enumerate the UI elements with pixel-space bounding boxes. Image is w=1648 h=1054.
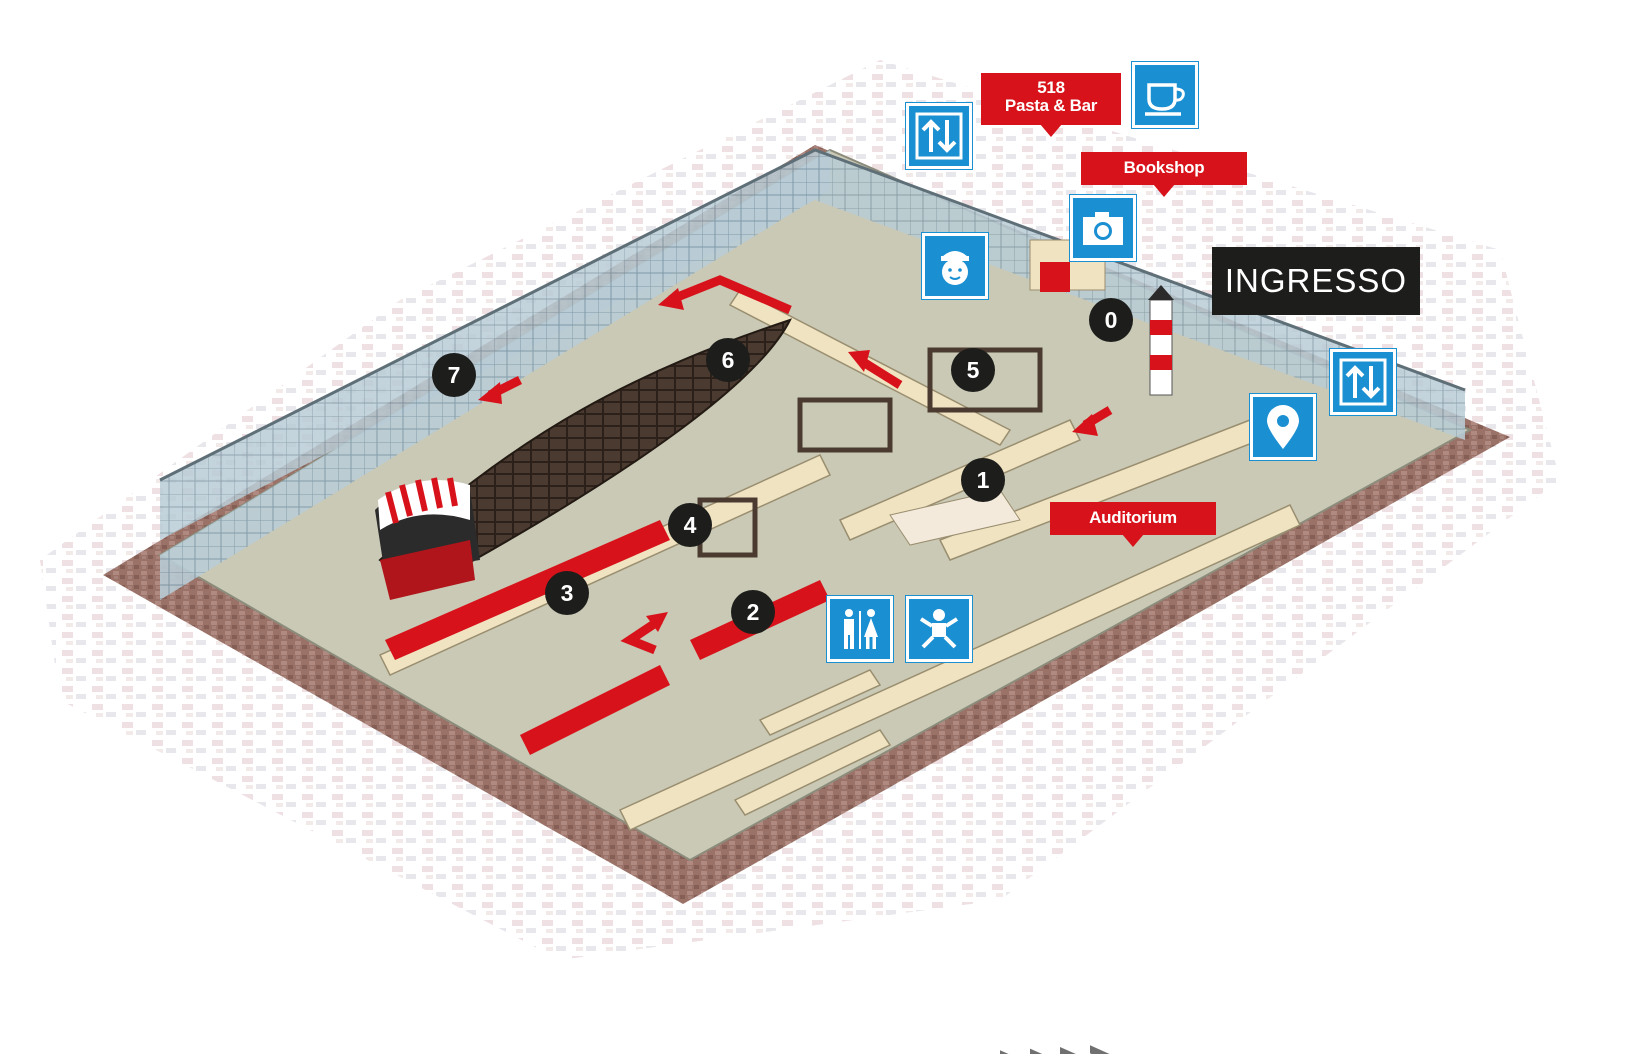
historic-galley-ship (378, 318, 792, 592)
ship-hull-red (380, 540, 475, 600)
stop-marker-2[interactable]: 2 (731, 590, 775, 634)
visit-route-arrows (487, 275, 1113, 655)
restaurant-label[interactable]: 518 Pasta & Bar (981, 73, 1121, 137)
wall-auditorium-south (618, 504, 1302, 831)
bookshop-label[interactable]: Bookshop (1081, 152, 1247, 197)
lighthouse-top (1148, 285, 1174, 300)
stop-marker-0[interactable]: 0 (1089, 298, 1133, 342)
red-wall-section-a (385, 520, 670, 660)
camera-icon[interactable] (1070, 195, 1136, 261)
office-wall-a (733, 729, 892, 816)
baby-change-icon[interactable] (906, 596, 972, 662)
elevator-icon-east[interactable] (1330, 349, 1396, 415)
auditorium-label[interactable]: Auditorium (1050, 502, 1216, 547)
coffee-cup-icon[interactable] (1132, 62, 1198, 128)
auditorium-seating (1000, 1045, 1180, 1054)
lighthouse-stripe-a (1150, 320, 1172, 335)
restaurant-label-line1: 518 (1037, 78, 1065, 97)
glass-wall-north-upper (160, 150, 815, 540)
stop-marker-6[interactable]: 6 (706, 338, 750, 382)
red-wall-section-c (520, 665, 670, 755)
stop-marker-7[interactable]: 7 (432, 353, 476, 397)
entrance-label[interactable]: INGRESSO (1212, 247, 1420, 315)
stop-marker-1[interactable]: 1 (961, 458, 1005, 502)
bookshop-label-text: Bookshop (1123, 158, 1205, 177)
restroom-icon[interactable] (827, 596, 893, 662)
restaurant-label-line2: Pasta & Bar (1004, 95, 1098, 115)
glass-wall-east (815, 150, 1465, 440)
elevator-icon[interactable] (906, 103, 972, 169)
lighthouse (1149, 299, 1173, 396)
stop-marker-4[interactable]: 4 (668, 503, 712, 547)
exhibit-frame-a (797, 397, 893, 453)
staircase (889, 489, 1021, 546)
route-arrowheads (478, 288, 1098, 632)
exhibit-frame-b (927, 347, 1043, 413)
stop-marker-3[interactable]: 3 (545, 571, 589, 615)
lighthouse-stripe-b (1150, 355, 1172, 370)
location-pin-icon[interactable] (1250, 394, 1316, 460)
wall-staircase (838, 419, 1082, 541)
auditorium-label-text: Auditorium (1089, 508, 1177, 527)
stop-marker-5[interactable]: 5 (951, 348, 995, 392)
bookshop-counter-front (1040, 262, 1070, 292)
office-wall-b (758, 669, 882, 736)
ship-canopy-stripes (385, 477, 458, 524)
staff-info-icon[interactable] (922, 233, 988, 299)
